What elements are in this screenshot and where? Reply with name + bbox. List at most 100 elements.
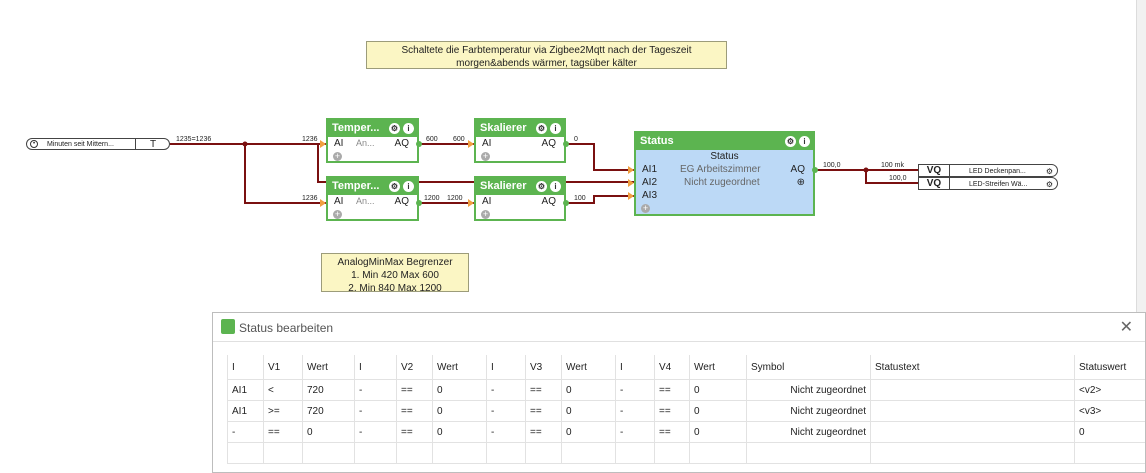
- column-header[interactable]: Statuswert: [1074, 355, 1145, 380]
- table-cell[interactable]: ==: [396, 400, 433, 422]
- output-port[interactable]: [416, 200, 422, 206]
- column-header[interactable]: V1: [263, 355, 303, 380]
- plus-icon[interactable]: +: [481, 151, 490, 161]
- table-cell[interactable]: [227, 442, 264, 464]
- comment-note-bottom[interactable]: AnalogMinMax Begrenzer 1. Min 420 Max 60…: [321, 253, 469, 294]
- table-cell[interactable]: <v3>: [1074, 400, 1145, 422]
- plus-icon[interactable]: +: [481, 209, 490, 219]
- column-header[interactable]: V4: [654, 355, 690, 380]
- table-cell[interactable]: -: [615, 379, 655, 401]
- table-cell[interactable]: ==: [654, 400, 690, 422]
- gear-icon[interactable]: ⚙: [1045, 167, 1053, 176]
- column-header[interactable]: I: [354, 355, 397, 380]
- table-cell[interactable]: -: [486, 379, 526, 401]
- table-cell[interactable]: ==: [525, 421, 562, 443]
- input-minutes-since-midnight[interactable]: • Minuten seit Mittern... T: [26, 138, 170, 150]
- input-port[interactable]: [468, 140, 474, 148]
- input-port[interactable]: [628, 192, 634, 200]
- table-cell[interactable]: AI1: [227, 400, 264, 422]
- vertical-scrollbar[interactable]: [1136, 0, 1146, 473]
- table-cell[interactable]: [396, 442, 433, 464]
- table-cell[interactable]: -: [354, 379, 397, 401]
- gear-icon[interactable]: ⚙: [389, 123, 400, 134]
- table-cell[interactable]: 0: [689, 421, 747, 443]
- info-icon[interactable]: i: [403, 181, 414, 192]
- table-cell[interactable]: 720: [302, 400, 355, 422]
- table-cell[interactable]: ==: [654, 421, 690, 443]
- table-cell[interactable]: 0: [432, 421, 487, 443]
- table-cell[interactable]: 0: [561, 400, 616, 422]
- output-port[interactable]: [812, 167, 818, 173]
- table-cell[interactable]: [486, 442, 526, 464]
- table-cell[interactable]: 0: [302, 421, 355, 443]
- table-cell[interactable]: [1074, 442, 1145, 464]
- output-led-ceiling[interactable]: VQ LED Deckenpan... ⚙: [918, 164, 1058, 177]
- output-port[interactable]: [416, 141, 422, 147]
- table-cell[interactable]: 0: [689, 379, 747, 401]
- input-port[interactable]: [320, 199, 326, 207]
- info-icon[interactable]: i: [550, 123, 561, 134]
- output-led-strip[interactable]: VQ LED-Streifen Wä... ⚙: [918, 177, 1058, 190]
- table-cell[interactable]: -: [354, 400, 397, 422]
- column-header[interactable]: Wert: [302, 355, 355, 380]
- table-cell[interactable]: ==: [525, 400, 562, 422]
- input-port[interactable]: [468, 199, 474, 207]
- gear-icon[interactable]: ⚙: [389, 181, 400, 192]
- table-cell[interactable]: [561, 442, 616, 464]
- table-cell[interactable]: ==: [654, 379, 690, 401]
- table-cell[interactable]: Nicht zugeordnet: [746, 421, 871, 443]
- table-cell[interactable]: [689, 442, 747, 464]
- table-cell[interactable]: -: [486, 400, 526, 422]
- input-port[interactable]: [628, 179, 634, 187]
- table-cell[interactable]: 0: [1074, 421, 1145, 443]
- gear-icon[interactable]: •: [30, 140, 38, 148]
- table-cell[interactable]: AI1: [227, 379, 264, 401]
- table-cell[interactable]: [302, 442, 355, 464]
- dialog-titlebar[interactable]: Status bearbeiten ✕: [213, 313, 1145, 342]
- table-cell[interactable]: <v2>: [1074, 379, 1145, 401]
- gear-icon[interactable]: ⚙: [785, 136, 796, 147]
- table-cell[interactable]: 0: [561, 379, 616, 401]
- gear-icon[interactable]: ⚙: [536, 181, 547, 192]
- close-icon[interactable]: ✕: [1119, 319, 1133, 336]
- table-cell[interactable]: -: [354, 421, 397, 443]
- column-header[interactable]: I: [227, 355, 264, 380]
- table-cell[interactable]: [654, 442, 690, 464]
- table-cell[interactable]: -: [227, 421, 264, 443]
- info-icon[interactable]: i: [550, 181, 561, 192]
- table-cell[interactable]: [870, 421, 1075, 443]
- table-cell[interactable]: [870, 442, 1075, 464]
- column-header[interactable]: Wert: [561, 355, 616, 380]
- table-cell[interactable]: 0: [432, 379, 487, 401]
- table-cell[interactable]: -: [615, 400, 655, 422]
- table-cell[interactable]: Nicht zugeordnet: [746, 379, 871, 401]
- table-cell[interactable]: -: [615, 421, 655, 443]
- output-port[interactable]: [563, 141, 569, 147]
- column-header[interactable]: V2: [396, 355, 433, 380]
- column-header[interactable]: Wert: [689, 355, 747, 380]
- table-cell[interactable]: 720: [302, 379, 355, 401]
- column-header[interactable]: I: [615, 355, 655, 380]
- column-header[interactable]: V3: [525, 355, 562, 380]
- plus-icon[interactable]: +: [333, 209, 342, 219]
- table-cell[interactable]: [525, 442, 562, 464]
- table-cell[interactable]: ==: [396, 379, 433, 401]
- gear-icon[interactable]: ⚙: [1045, 180, 1053, 189]
- table-cell[interactable]: ==: [525, 379, 562, 401]
- table-cell[interactable]: ==: [263, 421, 303, 443]
- column-header[interactable]: I: [486, 355, 526, 380]
- gear-icon[interactable]: ⚙: [536, 123, 547, 134]
- column-header[interactable]: Statustext: [870, 355, 1075, 380]
- table-cell[interactable]: 0: [561, 421, 616, 443]
- column-header[interactable]: Symbol: [746, 355, 871, 380]
- table-cell[interactable]: <: [263, 379, 303, 401]
- table-cell[interactable]: -: [486, 421, 526, 443]
- table-cell[interactable]: 0: [689, 400, 747, 422]
